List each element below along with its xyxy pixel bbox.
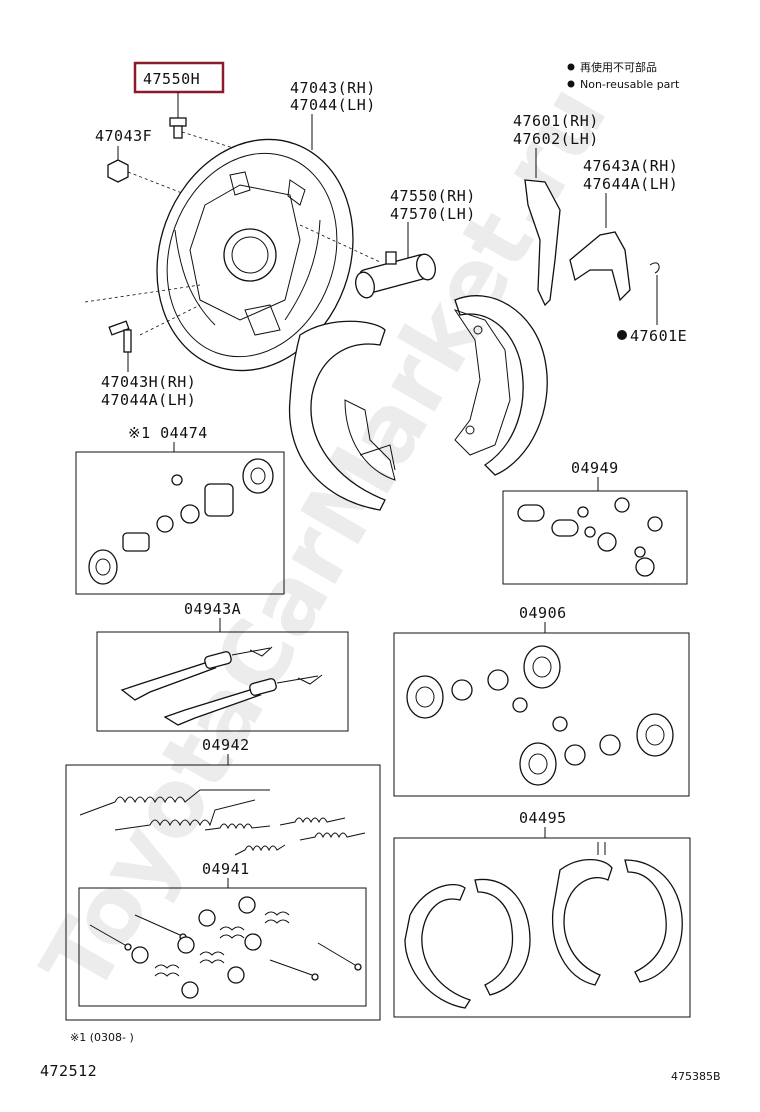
kit-04942-box[interactable] — [65, 764, 381, 1021]
label-04943A: 04943A — [184, 600, 241, 618]
kit-04906-box[interactable] — [393, 632, 690, 797]
c-washer-icon — [649, 262, 660, 274]
label-04949: 04949 — [571, 459, 619, 477]
legend-jp: 再使用不可部品 — [580, 60, 657, 74]
dashed-guide — [139, 304, 201, 336]
legend-dot-icon — [567, 80, 575, 88]
bolt-shank-icon — [173, 125, 183, 139]
label-04495: 04495 — [519, 809, 567, 827]
dashed-guide — [299, 224, 381, 263]
label-47602-lh: 47602(LH) — [513, 130, 599, 148]
label-04941: 04941 — [202, 860, 250, 878]
label-47550H: 47550H — [143, 70, 200, 88]
kit-04949-parts — [517, 497, 663, 577]
kit-04495-box[interactable] — [393, 837, 691, 1018]
dashed-guide — [181, 131, 241, 151]
kit-04474-parts — [88, 458, 274, 585]
nut-icon — [107, 159, 129, 183]
parking-brake-lever — [524, 179, 561, 307]
footnote: ※1 (0308- ) — [70, 1031, 134, 1044]
legend-en: Non-reusable part — [580, 78, 680, 91]
label-47044-lh: 47044(LH) — [290, 96, 376, 114]
label-04906: 04906 — [519, 604, 567, 622]
label-47643A-rh: 47643A(RH) — [583, 157, 678, 175]
label-47044A-lh: 47044A(LH) — [101, 391, 196, 409]
wheel-cylinder — [355, 251, 436, 299]
label-47570-lh: 47570(LH) — [390, 205, 476, 223]
kit-04943A-box[interactable] — [96, 631, 349, 732]
kit-04941-parts — [89, 896, 362, 999]
label-47043H-rh: 47043H(RH) — [101, 373, 196, 391]
adjuster-strut — [569, 231, 631, 302]
label-47601E: 47601E — [630, 327, 687, 345]
kit-04949-box[interactable] — [502, 490, 688, 585]
label-04474: ※1 04474 — [128, 424, 208, 442]
legend-dot-icon — [567, 63, 575, 71]
kit-04474-box[interactable] — [75, 451, 285, 595]
dashed-guide — [84, 284, 201, 303]
label-47601-rh: 47601(RH) — [513, 112, 599, 130]
brake-shoe-right — [453, 295, 548, 476]
part-47550H-callout[interactable]: 47550H — [133, 61, 225, 94]
non-reusable-dot-icon — [617, 330, 627, 340]
label-47043-rh: 47043(RH) — [290, 79, 376, 97]
kit-04943A-parts — [120, 646, 323, 726]
label-04942: 04942 — [202, 736, 250, 754]
kit-04906-parts — [406, 645, 674, 786]
kit-04942-springs — [79, 789, 366, 856]
label-47644A-lh: 47644A(LH) — [583, 175, 678, 193]
dashed-guide — [127, 171, 201, 201]
bolt-head-icon — [169, 117, 187, 127]
kit-04941-box[interactable] — [78, 887, 367, 1007]
bolt-shank-icon — [123, 329, 132, 353]
backing-plate — [156, 138, 354, 372]
label-47043F: 47043F — [95, 127, 152, 145]
label-47550-rh: 47550(RH) — [390, 187, 476, 205]
kit-04495-shoes — [404, 842, 683, 1009]
brake-shoe-left — [288, 320, 396, 511]
highlight-box — [133, 61, 225, 94]
catalog-number-left: 472512 — [40, 1062, 97, 1080]
bolt-head-icon — [108, 320, 130, 336]
catalog-number-right: 475385B — [671, 1070, 721, 1083]
